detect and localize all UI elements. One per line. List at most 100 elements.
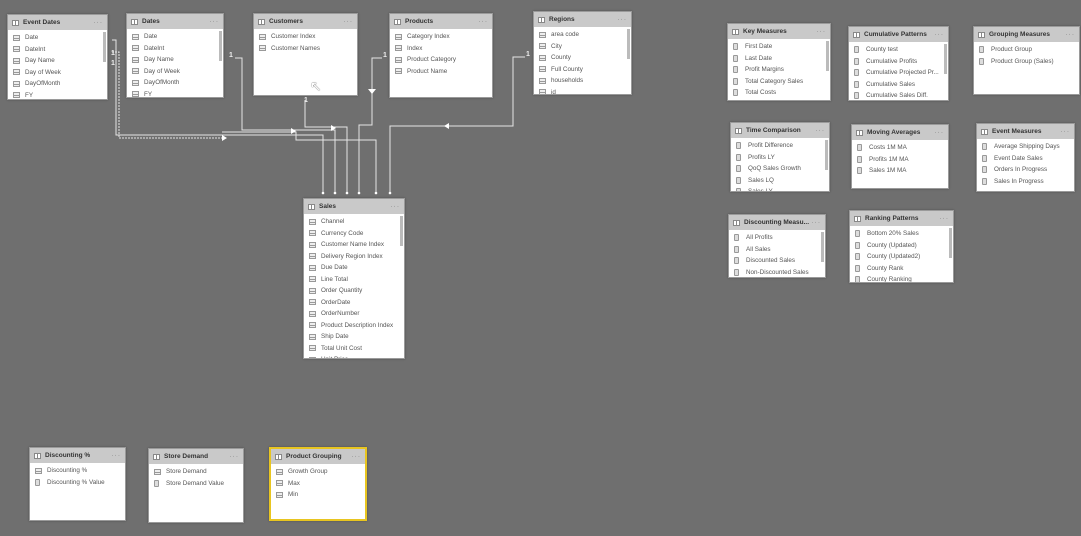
- scrollbar[interactable]: [103, 32, 106, 62]
- field-item[interactable]: County test: [849, 44, 948, 56]
- field-item[interactable]: OrderDate: [304, 297, 404, 309]
- table-header[interactable]: Sales ···: [304, 199, 404, 214]
- field-item[interactable]: Day Name: [8, 55, 107, 67]
- scrollbar[interactable]: [826, 41, 829, 71]
- field-item[interactable]: Store Demand Value: [149, 478, 243, 490]
- field-item[interactable]: Product Group (Sales): [974, 56, 1079, 68]
- more-options-icon[interactable]: ···: [617, 16, 627, 23]
- scrollbar[interactable]: [219, 31, 222, 61]
- field-item[interactable]: Full County: [534, 64, 631, 76]
- field-item[interactable]: Last Date: [728, 53, 830, 65]
- scrollbar[interactable]: [400, 216, 403, 246]
- field-item[interactable]: Day of Week: [8, 67, 107, 79]
- field-item[interactable]: Unit Price: [304, 354, 404, 358]
- table-header[interactable]: Discounting % ···: [30, 448, 125, 463]
- field-item[interactable]: DateInt: [127, 43, 223, 55]
- table-card-time-comparison[interactable]: Time Comparison ··· Profit Difference Pr…: [730, 122, 830, 192]
- table-header[interactable]: Key Measures ···: [728, 24, 830, 39]
- table-header[interactable]: Cumulative Patterns ···: [849, 27, 948, 42]
- field-item[interactable]: Total Category Sales: [728, 76, 830, 88]
- table-header[interactable]: Time Comparison ···: [731, 123, 829, 138]
- field-item[interactable]: Discounting %: [30, 465, 125, 477]
- more-options-icon[interactable]: ···: [229, 453, 239, 460]
- field-item[interactable]: Max: [271, 478, 365, 490]
- table-header[interactable]: Event Dates ···: [8, 15, 107, 30]
- field-item[interactable]: Date: [127, 31, 223, 43]
- field-item[interactable]: Total Unit Cost: [304, 343, 404, 355]
- field-item[interactable]: Costs 1M MA: [852, 142, 948, 154]
- field-item[interactable]: Cumulative Sales Diff.: [849, 90, 948, 100]
- table-header[interactable]: Products ···: [390, 14, 492, 29]
- more-options-icon[interactable]: ···: [816, 28, 826, 35]
- field-item[interactable]: Product Group: [974, 44, 1079, 56]
- field-item[interactable]: Product Category: [390, 54, 492, 66]
- field-item[interactable]: Channel: [304, 216, 404, 228]
- table-card-regions[interactable]: Regions ··· area code City County Full C…: [533, 11, 632, 95]
- table-card-event-measures[interactable]: Event Measures ··· Average Shipping Days…: [976, 123, 1075, 192]
- field-item[interactable]: County: [534, 52, 631, 64]
- more-options-icon[interactable]: ···: [93, 19, 103, 26]
- field-item[interactable]: QoQ Sales Growth: [731, 163, 829, 175]
- scrollbar[interactable]: [825, 140, 828, 170]
- field-item[interactable]: Day Name: [127, 54, 223, 66]
- field-item[interactable]: Category Index: [390, 31, 492, 43]
- field-item[interactable]: Sales LY: [731, 186, 829, 191]
- field-item[interactable]: Day of Week: [127, 66, 223, 78]
- field-item[interactable]: County Rank: [850, 263, 953, 275]
- table-header[interactable]: Discounting Measu... ···: [729, 215, 825, 230]
- table-card-product-grouping[interactable]: Product Grouping ··· Growth Group Max Mi…: [269, 447, 367, 521]
- field-item[interactable]: Orders In Progress: [977, 164, 1074, 176]
- field-item[interactable]: Total Orders: [728, 99, 830, 101]
- table-card-grouping-measures[interactable]: Grouping Measures ··· Product Group Prod…: [973, 26, 1080, 95]
- field-item[interactable]: Date: [8, 32, 107, 44]
- field-item[interactable]: Index: [390, 43, 492, 55]
- field-item[interactable]: Customer Name Index: [304, 239, 404, 251]
- field-item[interactable]: area code: [534, 29, 631, 41]
- table-card-discounting-pct[interactable]: Discounting % ··· Discounting % Discount…: [29, 447, 126, 521]
- field-item[interactable]: Profits LY: [731, 152, 829, 164]
- table-header[interactable]: Product Grouping ···: [271, 449, 365, 464]
- more-options-icon[interactable]: ···: [1065, 31, 1075, 38]
- more-options-icon[interactable]: ···: [934, 31, 944, 38]
- scrollbar[interactable]: [944, 44, 947, 74]
- more-options-icon[interactable]: ···: [343, 18, 353, 25]
- table-header[interactable]: Grouping Measures ···: [974, 27, 1079, 42]
- field-item[interactable]: Ship Date: [304, 331, 404, 343]
- field-item[interactable]: Min: [271, 489, 365, 501]
- table-header[interactable]: Event Measures ···: [977, 124, 1074, 139]
- more-options-icon[interactable]: ···: [939, 215, 949, 222]
- table-card-cumulative-patterns[interactable]: Cumulative Patterns ··· County test Cumu…: [848, 26, 949, 101]
- more-options-icon[interactable]: ···: [209, 18, 219, 25]
- field-item[interactable]: Average Shipping Days: [977, 141, 1074, 153]
- more-options-icon[interactable]: ···: [111, 452, 121, 459]
- table-card-event-dates[interactable]: Event Dates ··· Date DateInt Day Name Da…: [7, 14, 108, 100]
- more-options-icon[interactable]: ···: [390, 203, 400, 210]
- field-item[interactable]: City: [534, 41, 631, 53]
- table-card-moving-averages[interactable]: Moving Averages ··· Costs 1M MA Profits …: [851, 124, 949, 189]
- field-item[interactable]: id: [534, 87, 631, 94]
- field-item[interactable]: DayOfMonth: [127, 77, 223, 89]
- table-header[interactable]: Customers ···: [254, 14, 357, 29]
- more-options-icon[interactable]: ···: [1060, 128, 1070, 135]
- field-item[interactable]: Delivery Region Index: [304, 251, 404, 263]
- more-options-icon[interactable]: ···: [478, 18, 488, 25]
- field-item[interactable]: First Date: [728, 41, 830, 53]
- field-item[interactable]: Cumulative Sales: [849, 79, 948, 91]
- field-item[interactable]: DateInt: [8, 44, 107, 56]
- field-item[interactable]: Product Name: [390, 66, 492, 78]
- field-item[interactable]: FY: [127, 89, 223, 97]
- more-options-icon[interactable]: ···: [934, 129, 944, 136]
- table-header[interactable]: Store Demand ···: [149, 449, 243, 464]
- table-card-discounting-measures[interactable]: Discounting Measu... ··· All Profits All…: [728, 214, 826, 278]
- field-item[interactable]: FY: [8, 90, 107, 100]
- field-item[interactable]: Discounting % Value: [30, 477, 125, 489]
- table-card-sales[interactable]: Sales ··· Channel Currency Code Customer…: [303, 198, 405, 359]
- field-item[interactable]: All Profits: [729, 232, 825, 244]
- table-card-dates[interactable]: Dates ··· Date DateInt Day Name Day of W…: [126, 13, 224, 98]
- field-item[interactable]: Sales LQ: [731, 175, 829, 187]
- field-item[interactable]: households: [534, 75, 631, 87]
- field-item[interactable]: Total Costs: [728, 87, 830, 99]
- scrollbar[interactable]: [627, 29, 630, 59]
- table-card-key-measures[interactable]: Key Measures ··· First Date Last Date Pr…: [727, 23, 831, 101]
- table-card-store-demand[interactable]: Store Demand ··· Store Demand Store Dema…: [148, 448, 244, 523]
